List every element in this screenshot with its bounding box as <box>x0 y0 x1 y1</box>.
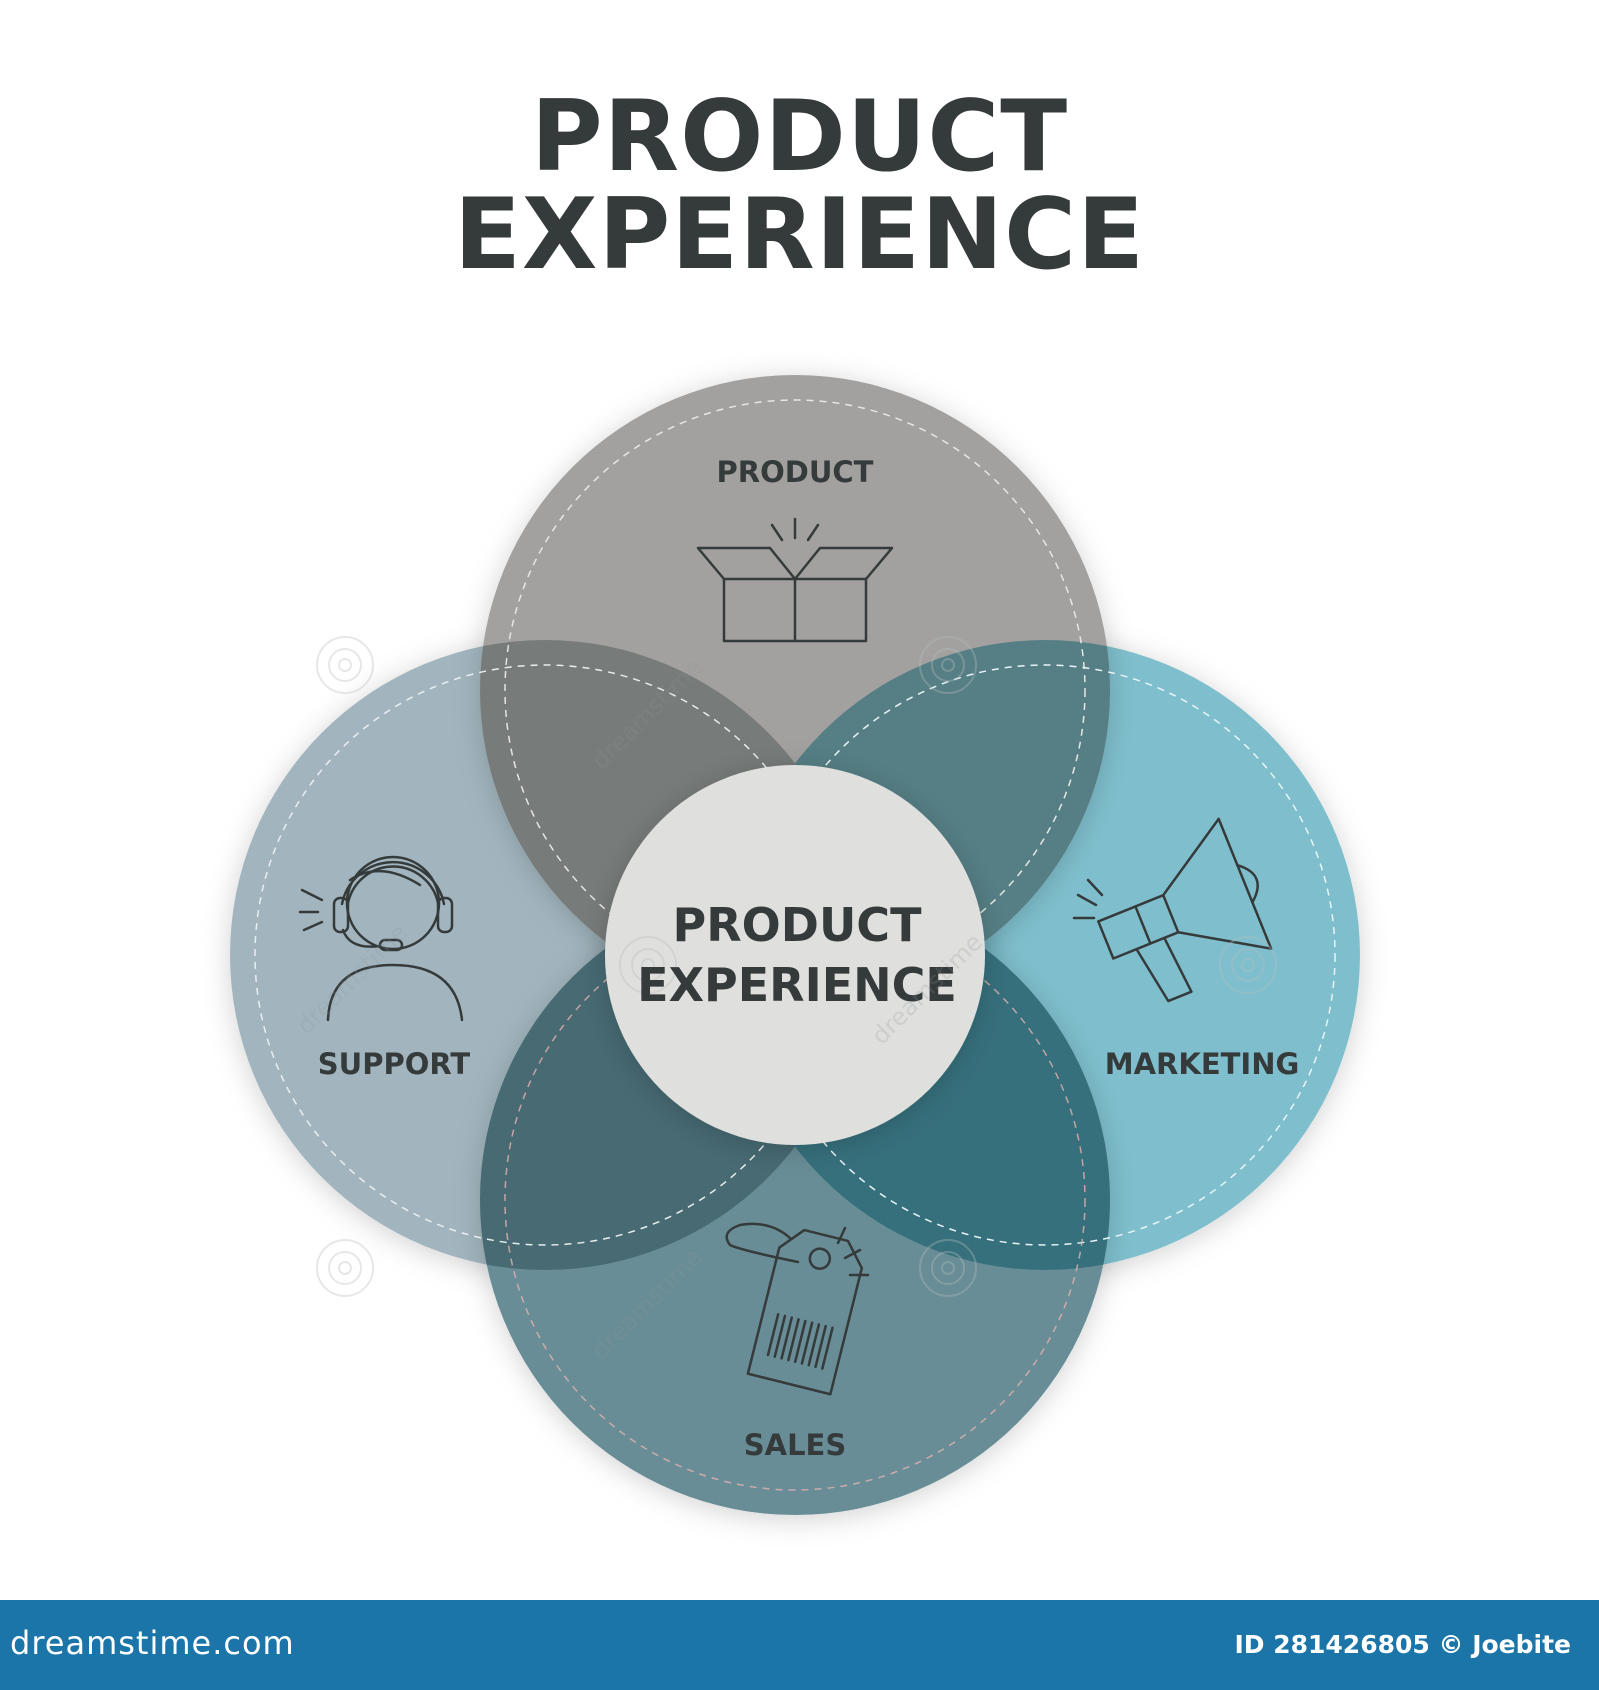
megaphone-icon <box>1072 817 1273 1003</box>
footer-brand[interactable]: dreamstime.com <box>10 1624 295 1662</box>
support-label: SUPPORT <box>317 1047 471 1081</box>
sales-label: SALES <box>743 1428 847 1462</box>
venn-diagram <box>230 375 1360 1515</box>
page-title-line1: PRODUCT <box>530 80 1069 194</box>
center-label-line1: PRODUCT <box>672 898 922 952</box>
center-label-line2: EXPERIENCE <box>637 958 957 1012</box>
footer-bar: dreamstime.com ID 281426805 © Joebite <box>0 1600 1599 1690</box>
page-title-line2: EXPERIENCE <box>453 178 1146 292</box>
product-label: PRODUCT <box>716 455 874 489</box>
price-tag-icon <box>725 1222 870 1396</box>
center-label: PRODUCT EXPERIENCE <box>600 895 994 1015</box>
marketing-label: MARKETING <box>1104 1047 1300 1081</box>
page-title: PRODUCT EXPERIENCE <box>0 88 1599 284</box>
watermark-spirals <box>316 636 1277 1297</box>
headset-agent-icon <box>298 855 464 1022</box>
center-circle <box>605 765 985 1145</box>
open-box-icon <box>696 517 894 643</box>
footer-image-id: ID 281426805 © Joebite <box>1234 1630 1571 1659</box>
